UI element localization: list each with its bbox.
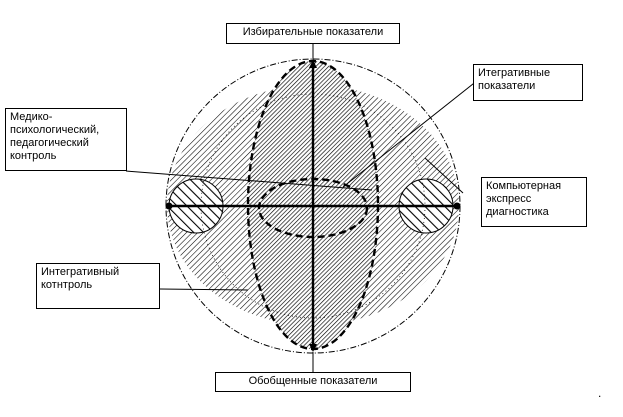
- integrative-indicators-label: Итегративные показатели: [473, 64, 583, 101]
- medical-control-label: Медико- психологический, педагогический …: [5, 108, 127, 171]
- computer-diagnostics-connector: [424, 157, 464, 194]
- integrative-indicators-connector: [342, 79, 479, 188]
- right-axis-end: [453, 202, 461, 210]
- integrative-control-connector: [159, 288, 249, 291]
- bottom-arrowhead: [309, 344, 317, 352]
- corner-mark: .: [598, 386, 602, 400]
- bottom-label: Обобщенные показатели: [215, 372, 411, 392]
- medical-control-connector: [125, 170, 373, 191]
- left-axis-end: [165, 202, 173, 210]
- top-arrowhead: [309, 60, 317, 68]
- computer-diagnostics-label: Компьютерная экспресс диагностика: [481, 177, 587, 227]
- top-label: Избирательные показатели: [226, 23, 400, 44]
- integrative-control-label: Интегративный котнтроль: [36, 263, 160, 309]
